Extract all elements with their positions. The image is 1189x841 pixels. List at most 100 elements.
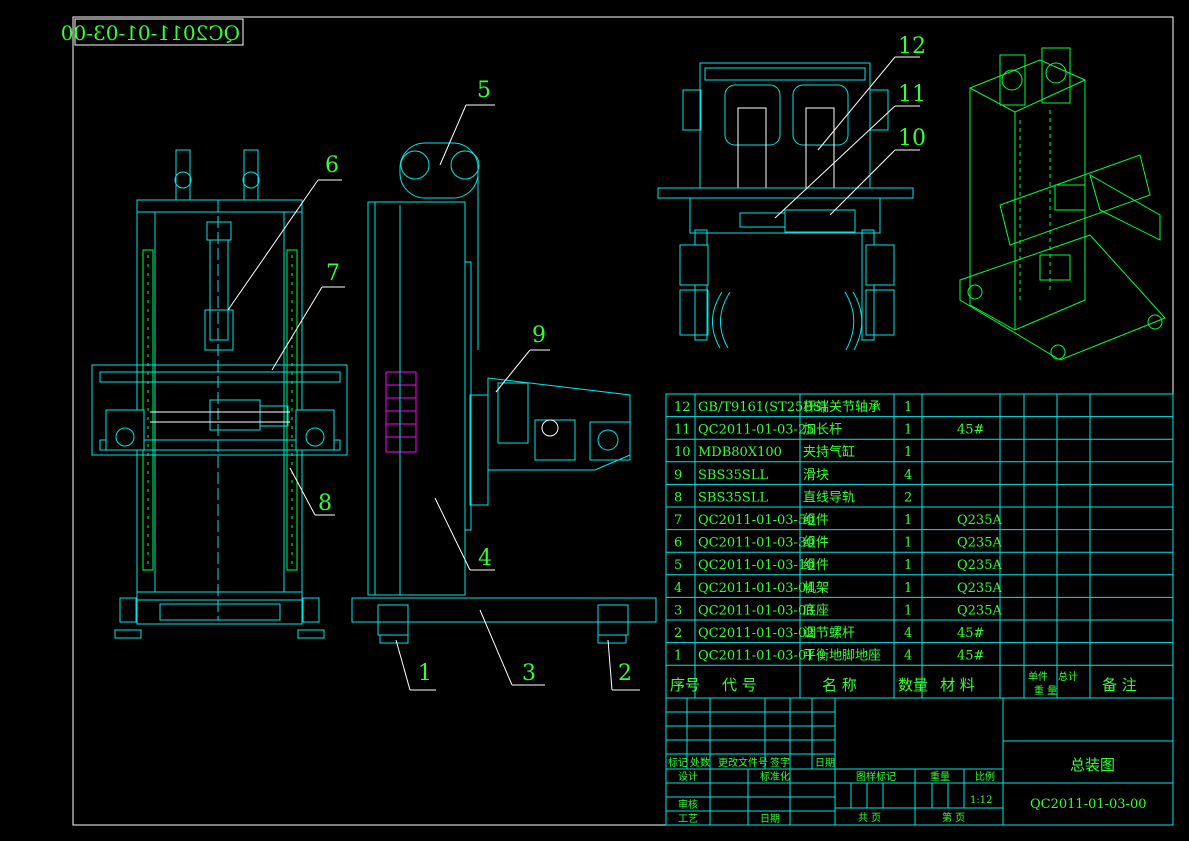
- bom-cell-no: 12: [674, 400, 691, 415]
- bom-cell-qty: 1: [904, 536, 912, 551]
- bom-cell-no: 3: [674, 603, 682, 618]
- callout-3: 3: [522, 661, 536, 686]
- bom-cell-name: 组件: [803, 558, 829, 573]
- tb-scale-label: 比例: [975, 770, 995, 783]
- tb-date: 日期: [815, 757, 835, 769]
- tb-sheet-no: 第 页: [942, 811, 965, 824]
- bom-cell-code: QC2011-01-03-10: [698, 558, 815, 573]
- callout-11: 11: [898, 82, 926, 107]
- tb-mark: 标记: [668, 757, 688, 769]
- bom-cell-name: 直线导轨: [803, 490, 855, 505]
- bom-header-name: 名 称: [822, 676, 857, 694]
- bom-cell-code: QC2011-01-03-01: [698, 649, 815, 664]
- bom-cell-material: 45#: [957, 626, 984, 641]
- tb-date2: 日期: [760, 813, 780, 825]
- bom-cell-no: 2: [674, 626, 682, 641]
- bom-cell-material: Q235A: [957, 513, 1002, 528]
- title-block: 标记 处数 更改文件号 签字 日期 设计 标准化 审核 工艺 日期 图样标记 重…: [665, 697, 1174, 826]
- bom-cell-no: 1: [674, 649, 682, 664]
- bom-cell-code: QC2011-01-03-50: [698, 513, 815, 528]
- mirrored-code: QC2011-01-03-00: [61, 21, 240, 45]
- tb-standard: 标准化: [760, 770, 790, 783]
- tb-review: 审核: [678, 798, 698, 811]
- bom-cell-no: 8: [674, 490, 682, 505]
- bom-header-total: 总计: [1058, 670, 1078, 683]
- tb-count: 处数: [690, 756, 710, 769]
- isometric-view: [959, 47, 1166, 361]
- bom-cell-material: 45#: [957, 423, 984, 438]
- callout-4: 4: [478, 546, 492, 571]
- bom-cell-material: Q235A: [957, 536, 1002, 551]
- top-view: [657, 62, 914, 351]
- bom-header-unit: 单件: [1028, 671, 1048, 683]
- bom-cell-material: Q235A: [957, 558, 1002, 573]
- callout-10: 10: [898, 126, 926, 151]
- bom-cell-name: 加长杆: [803, 423, 842, 438]
- tb-sign: 签字: [770, 756, 790, 769]
- bom-cell-code: SBS35SLL: [698, 468, 768, 483]
- bom-cell-name: 滑块: [803, 468, 829, 483]
- bom-cell-name: 调节螺杆: [803, 626, 855, 641]
- tb-design: 设计: [678, 770, 698, 783]
- drawing-frame: [72, 16, 1174, 826]
- bom-cell-no: 5: [674, 558, 682, 573]
- tb-change-doc: 更改文件号: [718, 756, 768, 769]
- bom-cell-qty: 1: [904, 603, 912, 618]
- bom-cell-code: GB/T9161(ST25BS): [698, 400, 827, 415]
- tb-scale: 1:12: [970, 795, 992, 806]
- bom-cell-code: SBS35SLL: [698, 490, 768, 505]
- tb-title: 总装图: [1070, 756, 1115, 774]
- bom-cell-material: Q235A: [957, 603, 1002, 618]
- bom-cell-qty: 2: [904, 490, 912, 505]
- callout-6: 6: [325, 153, 339, 178]
- tb-process: 工艺: [678, 813, 698, 825]
- bom-cell-material: Q235A: [957, 581, 1002, 596]
- bom-header-remark: 备 注: [1102, 676, 1137, 694]
- front-view: [91, 149, 348, 639]
- bom-cell-code: QC2011-01-03-30: [698, 536, 815, 551]
- bom-cell-no: 9: [674, 468, 682, 483]
- callout-8: 8: [318, 491, 332, 516]
- bom-cell-no: 6: [674, 536, 682, 551]
- bom-cell-qty: 1: [904, 513, 912, 528]
- tb-stage-mark: 图样标记: [856, 770, 896, 783]
- bom-cell-name: 夹持气缸: [803, 444, 855, 460]
- bom-cell-code: QC2011-01-03-02: [698, 626, 815, 641]
- bom-cell-name: 组件: [803, 536, 829, 551]
- bom-cell-qty: 1: [904, 400, 912, 415]
- callouts: 1 2 3 4 5 6 7 8 9 10 11 12: [227, 34, 926, 691]
- bom-header-no: 序号: [670, 676, 700, 694]
- bom-cell-code: QC2011-01-03-04: [698, 581, 815, 596]
- bom-cell-qty: 4: [904, 626, 912, 641]
- tb-weight: 重量: [930, 770, 950, 783]
- tb-drawing-no: QC2011-01-03-00: [1030, 797, 1147, 812]
- bom-cell-name: 机架: [803, 581, 829, 596]
- callout-9: 9: [532, 323, 546, 348]
- callout-5: 5: [477, 78, 491, 103]
- bom-cell-material: 45#: [957, 649, 984, 664]
- bom-cell-name: 组件: [803, 513, 829, 528]
- bom-header-qty: 数量: [898, 676, 928, 694]
- bom-cell-qty: 1: [904, 558, 912, 573]
- bom-header-weight: 重 量: [1034, 684, 1057, 697]
- callout-7: 7: [326, 261, 340, 286]
- side-view: [351, 142, 657, 644]
- bom-cell-qty: 1: [904, 423, 912, 438]
- callout-12: 12: [898, 34, 926, 59]
- bom-cell-qty: 1: [904, 445, 912, 460]
- bom-cell-name: 底座: [803, 602, 829, 618]
- bom-cell-qty: 4: [904, 468, 912, 483]
- callout-2: 2: [618, 661, 632, 686]
- bom-cell-no: 10: [674, 445, 691, 460]
- bom-cell-no: 7: [674, 513, 682, 528]
- bom-header-material: 材 料: [940, 676, 975, 694]
- bom-cell-code: QC2011-01-03-25: [698, 423, 815, 438]
- bom-cell-qty: 1: [904, 581, 912, 596]
- bom-cell-name: 杆端关节轴承: [803, 400, 881, 415]
- callout-1: 1: [418, 661, 432, 686]
- tb-sheets-total: 共 页: [858, 812, 881, 824]
- bom-cell-name: 平衡地脚地座: [803, 648, 881, 664]
- bom-header-code: 代 号: [722, 676, 757, 694]
